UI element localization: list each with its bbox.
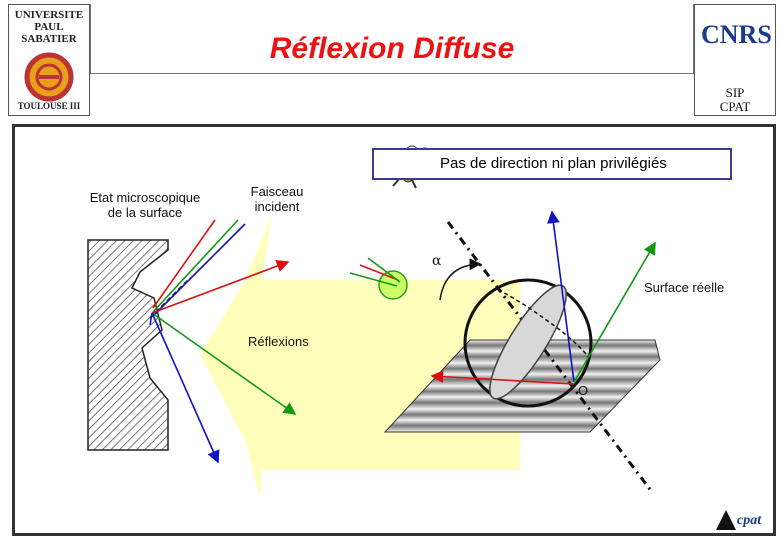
label-incident-line-2: incident [254, 199, 300, 214]
cpat-label: CPAT [719, 99, 751, 114]
sip-cpat-label: SIP CPAT [694, 86, 776, 114]
alpha-arc [439, 258, 482, 301]
label-surface: Surface réelle [644, 280, 725, 295]
incident-icon-ray-green [349, 272, 398, 287]
label-microscopic-line-1: Etat microscopique [89, 190, 201, 205]
real-surface [383, 339, 661, 433]
univ-line-3: SABATIER [21, 33, 77, 45]
reflected-ray-blue-2 [149, 312, 153, 326]
cpat-footer-text: cpat [737, 513, 762, 528]
label-incident-line-1: Faisceau [250, 184, 304, 199]
page-title: Réflexion Diffuse [269, 32, 515, 65]
univ-line-4: TOULOUSE III [17, 101, 81, 111]
reflected-ray-green [151, 312, 297, 415]
surface-ray-blue [547, 210, 575, 383]
cnrs-logo-text: CNRS [701, 20, 772, 49]
incident-ray-red [152, 219, 216, 309]
surface-ray-green [573, 241, 656, 383]
univ-line-2: PAUL [34, 21, 64, 33]
callout-box [372, 148, 732, 180]
cpat-footer-icon: cpat [716, 510, 762, 530]
reflected-ray-blue [151, 312, 220, 464]
incident-icon-ray-green-2 [367, 257, 401, 283]
university-logo: UNIVERSITE PAUL SABATIER TOULOUSE III [8, 4, 90, 116]
univ-emblem-icon [24, 52, 74, 102]
label-origin: O [578, 383, 589, 398]
surface-ray-red [430, 370, 575, 385]
scatter-lobe [489, 284, 567, 400]
sip-label: SIP [725, 85, 745, 100]
label-reflections: Réflexions [248, 334, 309, 349]
incident-ray-green [152, 219, 239, 313]
scatter-sphere [463, 278, 593, 408]
sphere-equator [497, 289, 591, 361]
cnrs-logo: CNRS [694, 4, 776, 116]
univ-line-1: UNIVERSITE [14, 9, 84, 21]
callout-text: Pas de direction ni plan privilégiés [440, 155, 667, 172]
label-incident: Faisceau incident [232, 184, 322, 214]
title-box [90, 4, 694, 74]
label-alpha: α [432, 253, 442, 269]
incident-icon-ray-red [359, 264, 399, 281]
normal-axis [446, 221, 654, 493]
microscopic-surface [87, 239, 169, 451]
cnrs-emblem-icon: CNRS [701, 20, 772, 49]
label-microscopic-line-2: de la surface [107, 205, 183, 220]
reflected-ray-red [151, 259, 290, 314]
label-microscopic: Etat microscopique de la surface [80, 190, 210, 220]
incident-ray-blue [152, 223, 246, 317]
